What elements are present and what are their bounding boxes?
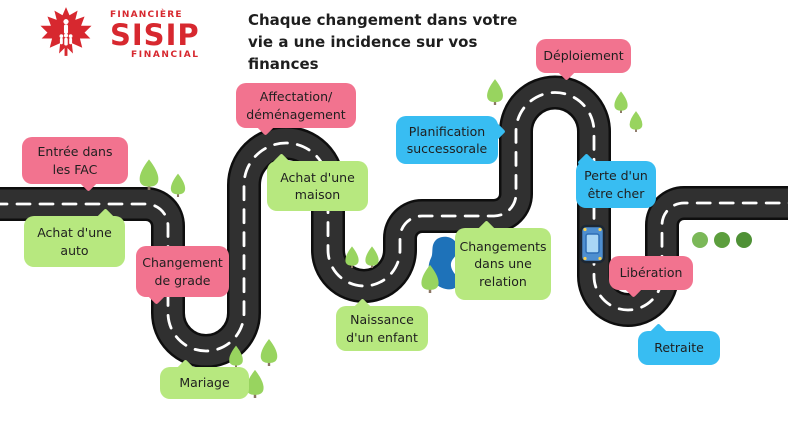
bubble-entree-fac: Entrée dans les FAC <box>22 137 128 184</box>
progress-dots <box>692 232 752 248</box>
tree-icon <box>487 79 503 105</box>
sisip-logo: FINANCIÈRE SISIP FINANCIAL <box>28 6 200 64</box>
bubble-affectation-demenagement: Affectation/ déménagement <box>236 83 356 128</box>
bubble-changements-relation: Changements dans une relation <box>455 228 551 300</box>
tree-icon <box>629 111 643 132</box>
bubble-achat-auto: Achat d'une auto <box>24 216 125 267</box>
bubble-changement-grade: Changement de grade <box>136 246 229 297</box>
progress-dot <box>714 232 730 248</box>
tree-icon <box>260 339 278 366</box>
logo-text: FINANCIÈRE SISIP FINANCIAL <box>110 9 200 60</box>
bus-icon <box>579 224 606 264</box>
bubble-liberation: Libération <box>609 256 693 290</box>
page-title: Chaque changement dans votre vie a une i… <box>248 11 518 73</box>
tree-icon <box>139 159 159 190</box>
tree-icon <box>170 173 186 197</box>
bubble-perte-etre-cher: Perte d'un être cher <box>576 161 656 208</box>
maple-leaf-icon <box>40 7 92 56</box>
road <box>0 75 788 368</box>
bubble-planification-successorale: Planification successorale <box>396 116 498 164</box>
lane-dashes <box>0 91 788 353</box>
progress-dot <box>736 232 752 248</box>
tree-icon <box>614 91 628 113</box>
header: FINANCIÈRE SISIP FINANCIAL Chaque change… <box>0 0 788 80</box>
bubble-naissance-enfant: Naissance d'un enfant <box>336 306 428 351</box>
logo-word-sisip: SISIP <box>110 17 200 52</box>
logo-word-financial: FINANCIAL <box>131 49 200 60</box>
logo-word-financiere: FINANCIÈRE <box>110 9 183 20</box>
progress-dot <box>692 232 708 248</box>
bubble-mariage: Mariage <box>160 367 249 399</box>
bubble-retraite: Retraite <box>638 331 720 365</box>
bubble-deploiement: Déploiement <box>536 39 631 73</box>
bubble-achat-maison: Achat d'une maison <box>267 161 368 211</box>
